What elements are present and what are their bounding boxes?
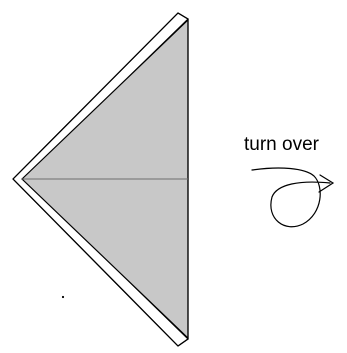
turn-over-arrow-icon	[252, 168, 333, 227]
turn-over-label: turn over	[244, 134, 319, 156]
stray-dot	[62, 296, 64, 298]
